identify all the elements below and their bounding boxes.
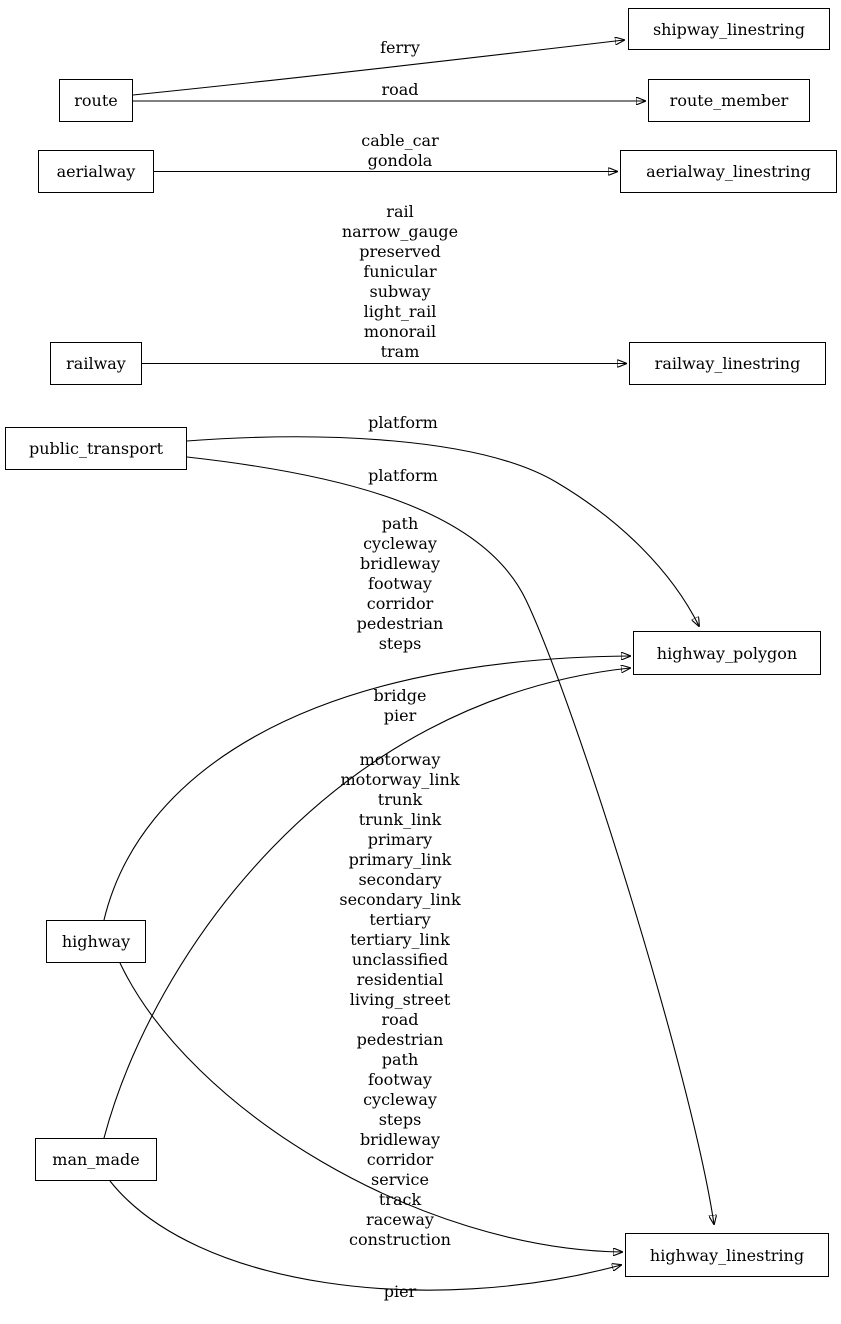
edge-highway-to-highway-polygon xyxy=(103,656,630,921)
node-route: route xyxy=(59,79,133,122)
node-shipway-linestring: shipway_linestring xyxy=(628,8,830,50)
edge-public-transport-to-highway-polygon xyxy=(186,436,699,626)
edge-label-highway-polygon-types: path cycleway bridleway footway corridor… xyxy=(356,514,444,653)
edge-label-road: road xyxy=(381,80,419,99)
edge-man-made-to-highway-linestring xyxy=(109,1180,621,1291)
node-aerialway: aerialway xyxy=(38,150,154,193)
node-aerialway-linestring: aerialway_linestring xyxy=(620,150,837,193)
node-highway-polygon: highway_polygon xyxy=(633,631,821,675)
edge-highway-to-highway-linestring xyxy=(119,962,622,1252)
edge-label-highway-linestring-types: motorway motorway_link trunk trunk_link … xyxy=(339,750,461,1249)
edge-label-cable-car-gondola: cable_car gondola xyxy=(361,131,439,170)
edge-label-ferry: ferry xyxy=(380,38,420,57)
edge-label-platform-polygon: platform xyxy=(368,413,438,432)
edge-route-to-shipway-linestring xyxy=(132,40,624,96)
edge-label-bridge-pier: bridge pier xyxy=(373,686,427,725)
edge-label-platform-linestring: platform xyxy=(368,466,438,485)
node-highway-linestring: highway_linestring xyxy=(625,1233,829,1277)
edge-label-pier: pier xyxy=(383,1282,417,1301)
node-railway-linestring: railway_linestring xyxy=(629,342,826,385)
node-highway: highway xyxy=(46,920,146,963)
edge-public-transport-to-highway-linestring xyxy=(186,456,714,1224)
node-man-made: man_made xyxy=(35,1138,157,1181)
node-railway: railway xyxy=(50,342,142,385)
edge-man-made-to-highway-polygon xyxy=(103,668,630,1139)
node-route-member: route_member xyxy=(648,79,810,122)
node-public-transport: public_transport xyxy=(5,427,187,470)
edge-label-railway-types: rail narrow_gauge preserved funicular su… xyxy=(341,202,459,361)
